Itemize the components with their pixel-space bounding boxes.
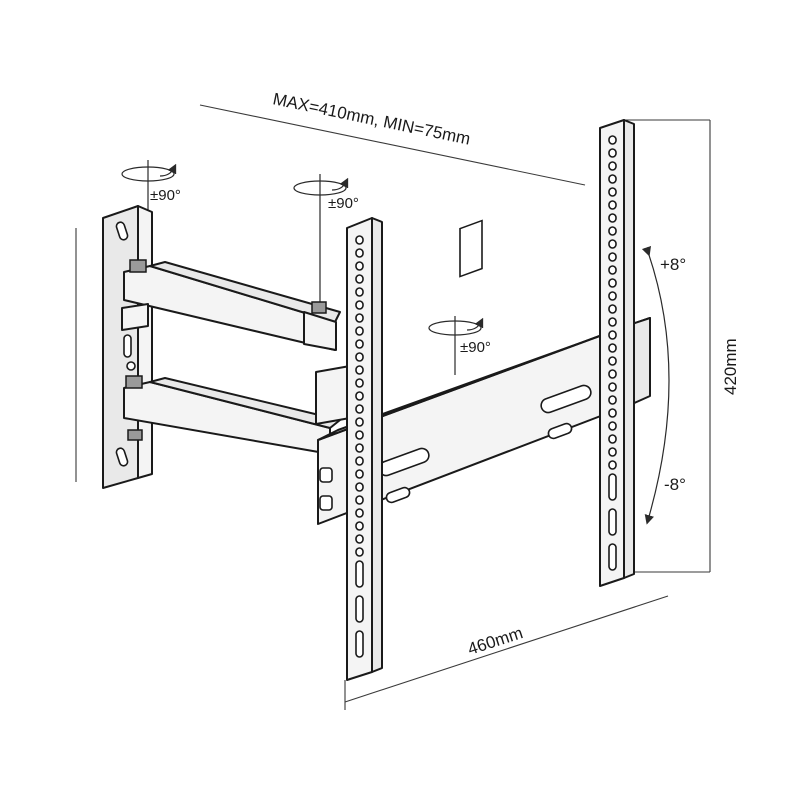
tilt-up-label: +8° xyxy=(660,255,686,274)
bracket-hole xyxy=(608,395,617,405)
wall-plate xyxy=(102,205,153,489)
bracket-hole xyxy=(355,248,364,258)
bracket-hole xyxy=(608,317,617,327)
bracket-hole xyxy=(355,378,364,388)
bracket-hole xyxy=(355,534,364,544)
bottom-hinge-nut xyxy=(127,429,143,441)
head-swivel-label: ±90° xyxy=(460,339,491,356)
bracket-hole xyxy=(355,404,364,414)
bracket-hole xyxy=(608,213,617,223)
bracket-hole xyxy=(355,469,364,479)
bracket-hole xyxy=(608,460,617,470)
vesa-dimension-label: MAX=410mm, MIN=75mm xyxy=(271,89,472,148)
bracket-hole xyxy=(355,287,364,297)
upper-arm xyxy=(123,259,341,351)
bracket-hole xyxy=(355,508,364,518)
bracket-hole xyxy=(355,326,364,336)
bracket-hole xyxy=(608,473,617,501)
width-dimension-label: 460mm xyxy=(465,623,525,659)
bracket-hole xyxy=(355,274,364,284)
bracket-hole xyxy=(355,456,364,466)
bracket-hole xyxy=(355,595,364,623)
bracket-hole xyxy=(355,261,364,271)
upper-hinge-nut xyxy=(129,259,147,273)
arm-swivel-label: ±90° xyxy=(328,195,359,212)
arm-joint-nut xyxy=(311,301,327,314)
center-slot xyxy=(459,219,483,278)
bracket-hole xyxy=(608,148,617,158)
bracket-hole xyxy=(608,330,617,340)
bracket-hole xyxy=(608,226,617,236)
bracket-hole xyxy=(608,304,617,314)
bracket-hole xyxy=(355,352,364,362)
bracket-hole xyxy=(355,521,364,531)
bracket-hole xyxy=(355,417,364,427)
bracket-hole xyxy=(355,547,364,557)
bracket-hole xyxy=(608,434,617,444)
bracket-hole xyxy=(355,560,364,588)
width-dimension-line xyxy=(344,595,669,703)
bracket-hole xyxy=(355,495,364,505)
bracket-hole xyxy=(608,408,617,418)
bracket-hole xyxy=(355,235,364,245)
bracket-hole xyxy=(355,482,364,492)
bracket-hole xyxy=(355,365,364,375)
vesa-dimension-line xyxy=(199,104,586,186)
left-bracket-holes xyxy=(355,235,364,658)
tilt-head xyxy=(315,365,351,425)
wall-swivel-label: ±90° xyxy=(150,187,181,204)
dimension-lines xyxy=(75,104,711,710)
bracket-hole xyxy=(608,187,617,197)
bracket-hole xyxy=(355,630,364,658)
bracket-hole xyxy=(608,343,617,353)
bracket-hole xyxy=(355,430,364,440)
arm-swivel-indicator xyxy=(293,174,349,306)
bracket-hole xyxy=(608,161,617,171)
lower-hinge-nut xyxy=(125,375,143,389)
right-bracket-holes xyxy=(608,135,617,571)
height-dimension-label: 420mm xyxy=(721,338,740,395)
bracket-hole xyxy=(608,265,617,275)
bracket-hole xyxy=(608,252,617,262)
right-vertical-bracket xyxy=(599,119,635,587)
bracket-hole xyxy=(608,239,617,249)
left-vertical-bracket xyxy=(346,217,383,681)
bracket-hole xyxy=(608,356,617,366)
bracket-hole xyxy=(608,135,617,145)
tilt-down-label: -8° xyxy=(664,475,686,494)
bracket-hole xyxy=(355,313,364,323)
bracket-hole xyxy=(608,543,617,571)
wall-swivel-indicator xyxy=(121,160,177,215)
bracket-hole xyxy=(355,443,364,453)
bracket-hole xyxy=(355,339,364,349)
bracket-hole xyxy=(608,174,617,184)
bracket-hole xyxy=(355,391,364,401)
tilt-arc-arrow xyxy=(641,245,670,525)
bracket-hole xyxy=(608,369,617,379)
bracket-hole xyxy=(608,291,617,301)
head-swivel-indicator xyxy=(428,316,484,375)
bracket-hole xyxy=(355,300,364,310)
bracket-hole xyxy=(608,421,617,431)
bracket-hole xyxy=(608,382,617,392)
bracket-hole xyxy=(608,200,617,210)
bracket-hole xyxy=(608,447,617,457)
bracket-hole xyxy=(608,278,617,288)
bracket-hole xyxy=(608,508,617,536)
